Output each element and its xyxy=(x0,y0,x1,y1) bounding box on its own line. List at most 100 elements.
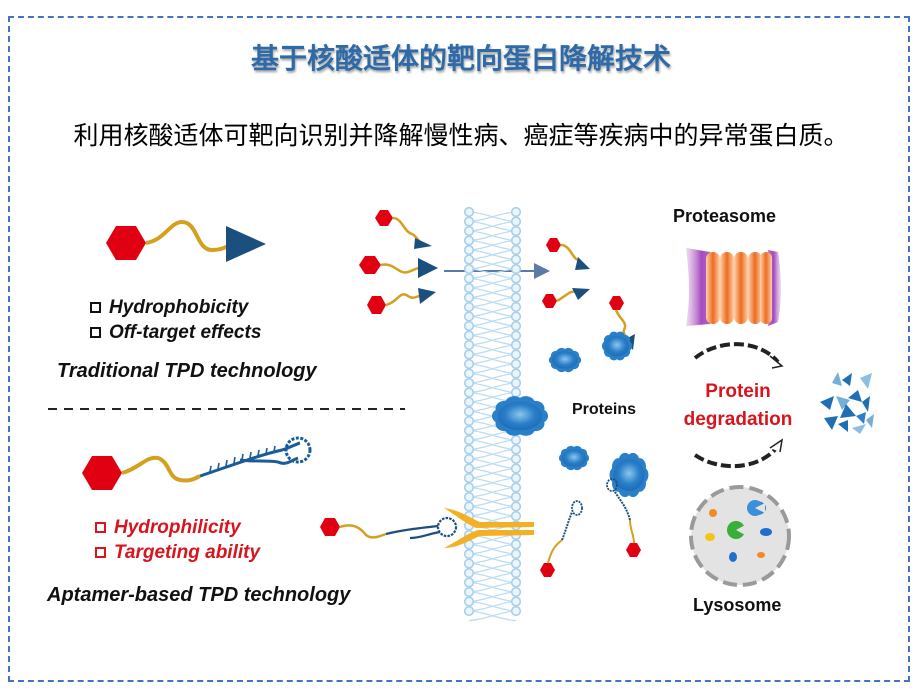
lipid-head xyxy=(463,434,475,446)
lipid-head xyxy=(463,216,475,227)
lipid-head xyxy=(510,244,522,256)
checkbox-icon xyxy=(95,547,106,558)
lipid-head xyxy=(463,358,475,370)
dashed-frame xyxy=(8,16,910,682)
lipid-head xyxy=(510,254,522,265)
property-item: Targeting ability xyxy=(95,542,260,564)
traditional-caption: Traditional TPD technology xyxy=(57,360,317,382)
lipid-head xyxy=(463,330,475,341)
fragment xyxy=(824,416,838,430)
lipid-head xyxy=(510,387,522,398)
lipid-head xyxy=(463,225,475,237)
property-item: Hydrophobicity xyxy=(90,297,248,319)
lipid-head xyxy=(463,453,475,465)
lipid-head xyxy=(510,472,522,484)
lipid-head xyxy=(463,339,475,351)
lipid-head xyxy=(463,501,475,512)
lipid-head xyxy=(510,273,522,284)
aptamer-loop xyxy=(284,436,312,464)
lipid-head xyxy=(510,453,522,465)
lipid-head xyxy=(463,425,475,436)
lipid-head xyxy=(510,339,522,351)
checkbox-icon xyxy=(90,302,101,313)
lipid-head xyxy=(510,482,522,493)
lipid-head xyxy=(463,311,475,322)
lipid-head xyxy=(463,254,475,265)
warhead-hexagon xyxy=(106,226,146,260)
lipid-head xyxy=(510,567,522,579)
lipid-head xyxy=(510,225,522,237)
lipid-head xyxy=(463,235,475,246)
lipid-head xyxy=(463,273,475,284)
lipid-head xyxy=(510,292,522,303)
proteasome-label: Proteasome xyxy=(673,206,777,226)
degradation-arrow-bottom xyxy=(693,444,780,469)
lipid-head xyxy=(463,368,475,379)
lipid-head xyxy=(510,463,522,474)
lipid-head xyxy=(510,510,522,522)
lipid-head xyxy=(463,586,475,598)
lipid-head xyxy=(463,263,475,275)
lipid-head xyxy=(463,377,475,389)
degradation-arrow-top xyxy=(693,342,780,364)
lipid-head xyxy=(510,368,522,379)
lipid-head xyxy=(463,292,475,303)
lipid-head xyxy=(510,501,522,512)
receptor-upper-arm xyxy=(444,508,534,528)
traditional-protac-molecule xyxy=(106,219,266,262)
lipid-head xyxy=(463,577,475,588)
fragment xyxy=(866,414,874,428)
lipid-head xyxy=(463,320,475,332)
linker-chain xyxy=(145,219,229,253)
aptamer-protac-molecule xyxy=(82,436,312,490)
lipid-head xyxy=(510,539,522,550)
lipid-head xyxy=(463,605,475,617)
e3-ligand-triangle xyxy=(226,226,266,262)
lipid-head xyxy=(463,472,475,484)
lipid-head xyxy=(510,320,522,332)
lipid-head xyxy=(510,216,522,227)
lipid-head xyxy=(463,349,475,360)
lipid-head xyxy=(510,577,522,588)
lipid-head xyxy=(510,330,522,341)
property-item: Off-target effects xyxy=(90,322,261,344)
lipid-head xyxy=(510,558,522,569)
lipid-head xyxy=(510,235,522,246)
lipid-head xyxy=(463,491,475,503)
lipid-head xyxy=(510,377,522,389)
fragment xyxy=(838,420,848,432)
lipid-head xyxy=(463,558,475,569)
linker-chain xyxy=(121,455,201,483)
protein-blob xyxy=(491,396,549,436)
proteasome-icon xyxy=(686,248,781,326)
fragment xyxy=(836,396,850,410)
receptor-lower-arm xyxy=(444,530,534,548)
lipid-head xyxy=(463,482,475,493)
peptide-fragments-icon xyxy=(820,372,874,434)
lipid-head xyxy=(463,463,475,474)
protein-blob xyxy=(548,347,582,373)
small-protac-group-left xyxy=(359,210,438,314)
fragment xyxy=(832,372,842,386)
lipid-head xyxy=(463,244,475,256)
proteins-label: Proteins xyxy=(572,401,637,418)
lipid-head xyxy=(510,434,522,446)
page-title: 基于核酸适体的靶向蛋白降解技术 xyxy=(250,42,671,75)
page-subtitle: 利用核酸适体可靶向识别并降解慢性病、癌症等疾病中的异常蛋白质。 xyxy=(73,121,849,150)
lipid-head xyxy=(510,349,522,360)
lipid-head xyxy=(463,415,475,427)
fragment xyxy=(840,404,856,418)
fragment xyxy=(856,412,866,424)
lipid-head xyxy=(463,596,475,607)
lipid-head xyxy=(463,444,475,455)
aptamer-receptor-binding xyxy=(320,508,534,548)
protein-blob xyxy=(601,331,633,361)
lipid-head xyxy=(510,548,522,560)
fragment xyxy=(820,396,834,410)
fragment xyxy=(842,373,852,386)
lysosome-label: Lysosome xyxy=(693,595,782,615)
property-item: Hydrophilicity xyxy=(95,517,241,539)
lipid-head xyxy=(463,396,475,408)
protein-blob xyxy=(558,445,590,471)
